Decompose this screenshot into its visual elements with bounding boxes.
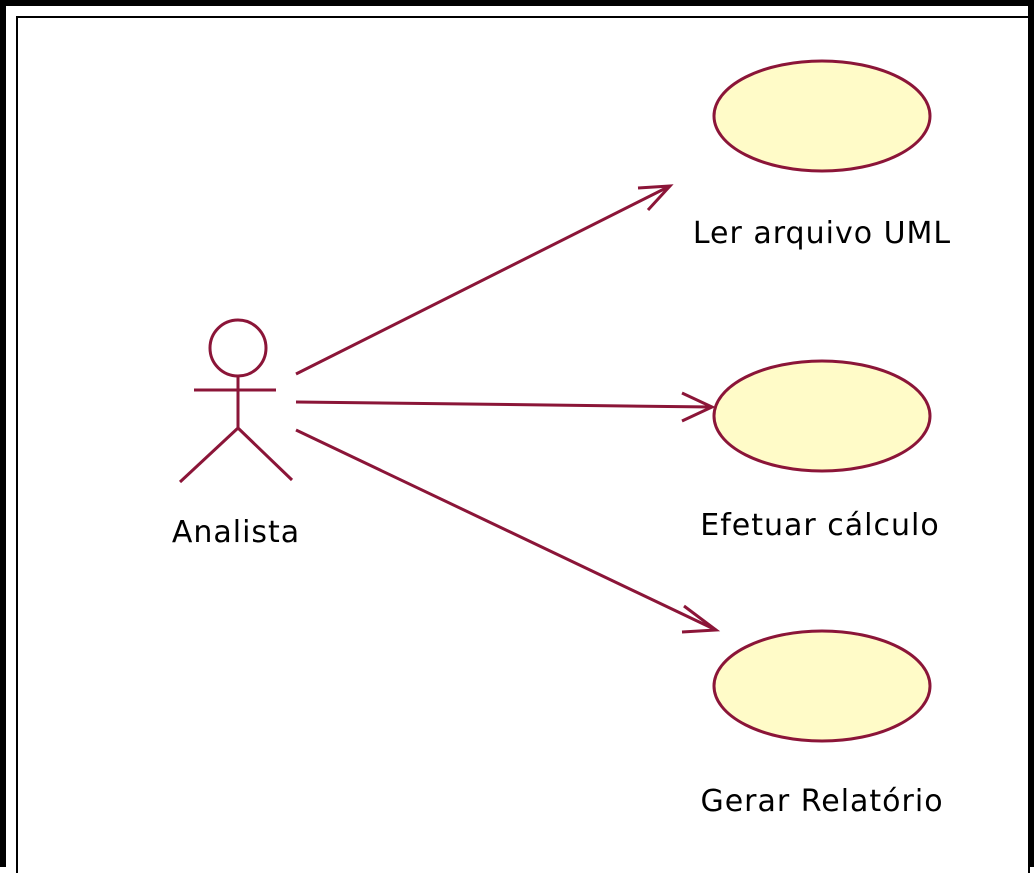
use-case-label-ler-arquivo-uml: Ler arquivo UML xyxy=(692,216,952,251)
association-efetuar-calculo[interactable] xyxy=(295,391,716,423)
arrow-head-icon xyxy=(681,391,716,423)
use-case-ellipse-ler-arquivo-uml[interactable] xyxy=(712,59,932,173)
association-line xyxy=(295,184,671,376)
association-line xyxy=(295,428,717,632)
association-line xyxy=(295,400,713,409)
arrow-head-icon xyxy=(681,604,721,634)
use-case-label-gerar-relatorio: Gerar Relatório xyxy=(700,784,944,819)
association-gerar-relatorio[interactable] xyxy=(295,428,721,634)
actor-label: Analista xyxy=(171,515,301,550)
use-case-ellipse-gerar-relatorio[interactable] xyxy=(712,629,932,743)
use-case-ellipse-efetuar-calculo[interactable] xyxy=(712,359,932,473)
arrow-head-icon xyxy=(637,184,674,212)
actor-analista-icon[interactable] xyxy=(178,318,294,484)
diagram-frame-inner xyxy=(16,16,1030,873)
actor-left-leg xyxy=(178,426,240,484)
use-case-label-efetuar-calculo: Efetuar cálculo xyxy=(700,508,940,543)
actor-head xyxy=(208,318,268,378)
actor-right-leg xyxy=(236,426,294,482)
association-ler-arquivo-uml[interactable] xyxy=(295,184,674,376)
